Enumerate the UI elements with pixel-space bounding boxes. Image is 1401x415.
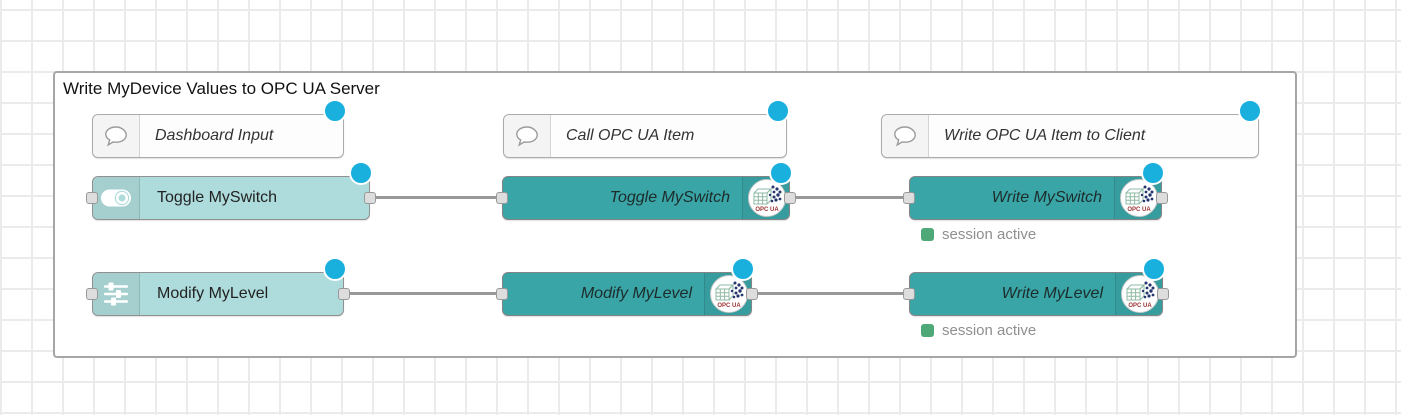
output-port[interactable] xyxy=(364,192,376,204)
wire-call-to-write-level[interactable] xyxy=(750,292,912,295)
opcua-logo-icon: OPC UA xyxy=(710,275,748,313)
wire-call-to-write-switch[interactable] xyxy=(788,196,912,199)
node-changed-indicator xyxy=(769,161,793,185)
input-port[interactable] xyxy=(86,192,98,204)
opcua-badge-text: OPC UA xyxy=(717,303,741,309)
speech-bubble-icon xyxy=(504,115,551,157)
sliders-icon xyxy=(93,273,140,315)
wire-switch-to-call[interactable] xyxy=(368,196,506,199)
output-port[interactable] xyxy=(1157,288,1169,300)
node-label: Write MySwitch xyxy=(991,189,1102,206)
output-port[interactable] xyxy=(1156,192,1168,204)
node-changed-indicator xyxy=(323,99,347,123)
output-port[interactable] xyxy=(338,288,350,300)
node-label: Toggle MySwitch xyxy=(157,189,278,206)
comment-node-call-opcua-item[interactable]: Call OPC UA Item xyxy=(503,99,790,158)
node-ui-switch[interactable]: Toggle MySwitch xyxy=(86,161,376,220)
comment-node-write-opcua-item[interactable]: Write OPC UA Item to Client xyxy=(881,99,1262,158)
speech-bubble-icon xyxy=(93,115,140,157)
node-changed-indicator xyxy=(349,161,373,185)
node-changed-indicator xyxy=(1238,99,1262,123)
output-port[interactable] xyxy=(784,192,796,204)
node-changed-indicator xyxy=(1141,161,1165,185)
node-opcua-call-switch[interactable]: Toggle MySwitch xyxy=(496,161,796,220)
node-changed-indicator xyxy=(1142,257,1166,281)
comment-label: Call OPC UA Item xyxy=(566,127,695,144)
node-ui-slider[interactable]: Modify MyLevel xyxy=(86,257,350,316)
opcua-badge-text: OPC UA xyxy=(1127,207,1151,213)
comment-label: Dashboard Input xyxy=(155,127,274,144)
input-port[interactable] xyxy=(496,288,508,300)
node-label: Toggle MySwitch xyxy=(609,189,730,206)
node-opcua-write-switch[interactable]: Write MySwitch xyxy=(903,161,1168,220)
opcua-badge-text: OPC UA xyxy=(755,207,779,213)
output-port[interactable] xyxy=(746,288,758,300)
node-opcua-write-level[interactable]: Write MyLevel xyxy=(903,257,1169,316)
group-title: Write MyDevice Values to OPC UA Server xyxy=(63,79,380,98)
node-label: Modify MyLevel xyxy=(157,285,269,302)
node-label: Modify MyLevel xyxy=(580,285,692,302)
node-status-write-level: session active xyxy=(921,322,1036,339)
status-text: session active xyxy=(942,322,1037,339)
node-changed-indicator xyxy=(731,257,755,281)
opcua-icon-strip: OPC UA xyxy=(704,273,751,315)
node-status-write-switch: session active xyxy=(921,226,1036,243)
node-changed-indicator xyxy=(766,99,790,123)
input-port[interactable] xyxy=(903,192,915,204)
toggle-switch-icon xyxy=(93,177,140,219)
status-text: session active xyxy=(942,226,1037,243)
node-opcua-call-level[interactable]: Modify MyLevel xyxy=(496,257,758,316)
comment-label: Write OPC UA Item to Client xyxy=(944,127,1146,144)
node-label: Write MyLevel xyxy=(1001,285,1103,302)
input-port[interactable] xyxy=(903,288,915,300)
comment-node-dashboard-input[interactable]: Dashboard Input xyxy=(92,99,347,158)
status-dot-icon xyxy=(921,228,934,241)
wire-level-to-call[interactable] xyxy=(342,292,506,295)
input-port[interactable] xyxy=(86,288,98,300)
status-dot-icon xyxy=(921,324,934,337)
node-changed-indicator xyxy=(323,257,347,281)
opcua-badge-text: OPC UA xyxy=(1128,303,1152,309)
speech-bubble-icon xyxy=(882,115,929,157)
input-port[interactable] xyxy=(496,192,508,204)
